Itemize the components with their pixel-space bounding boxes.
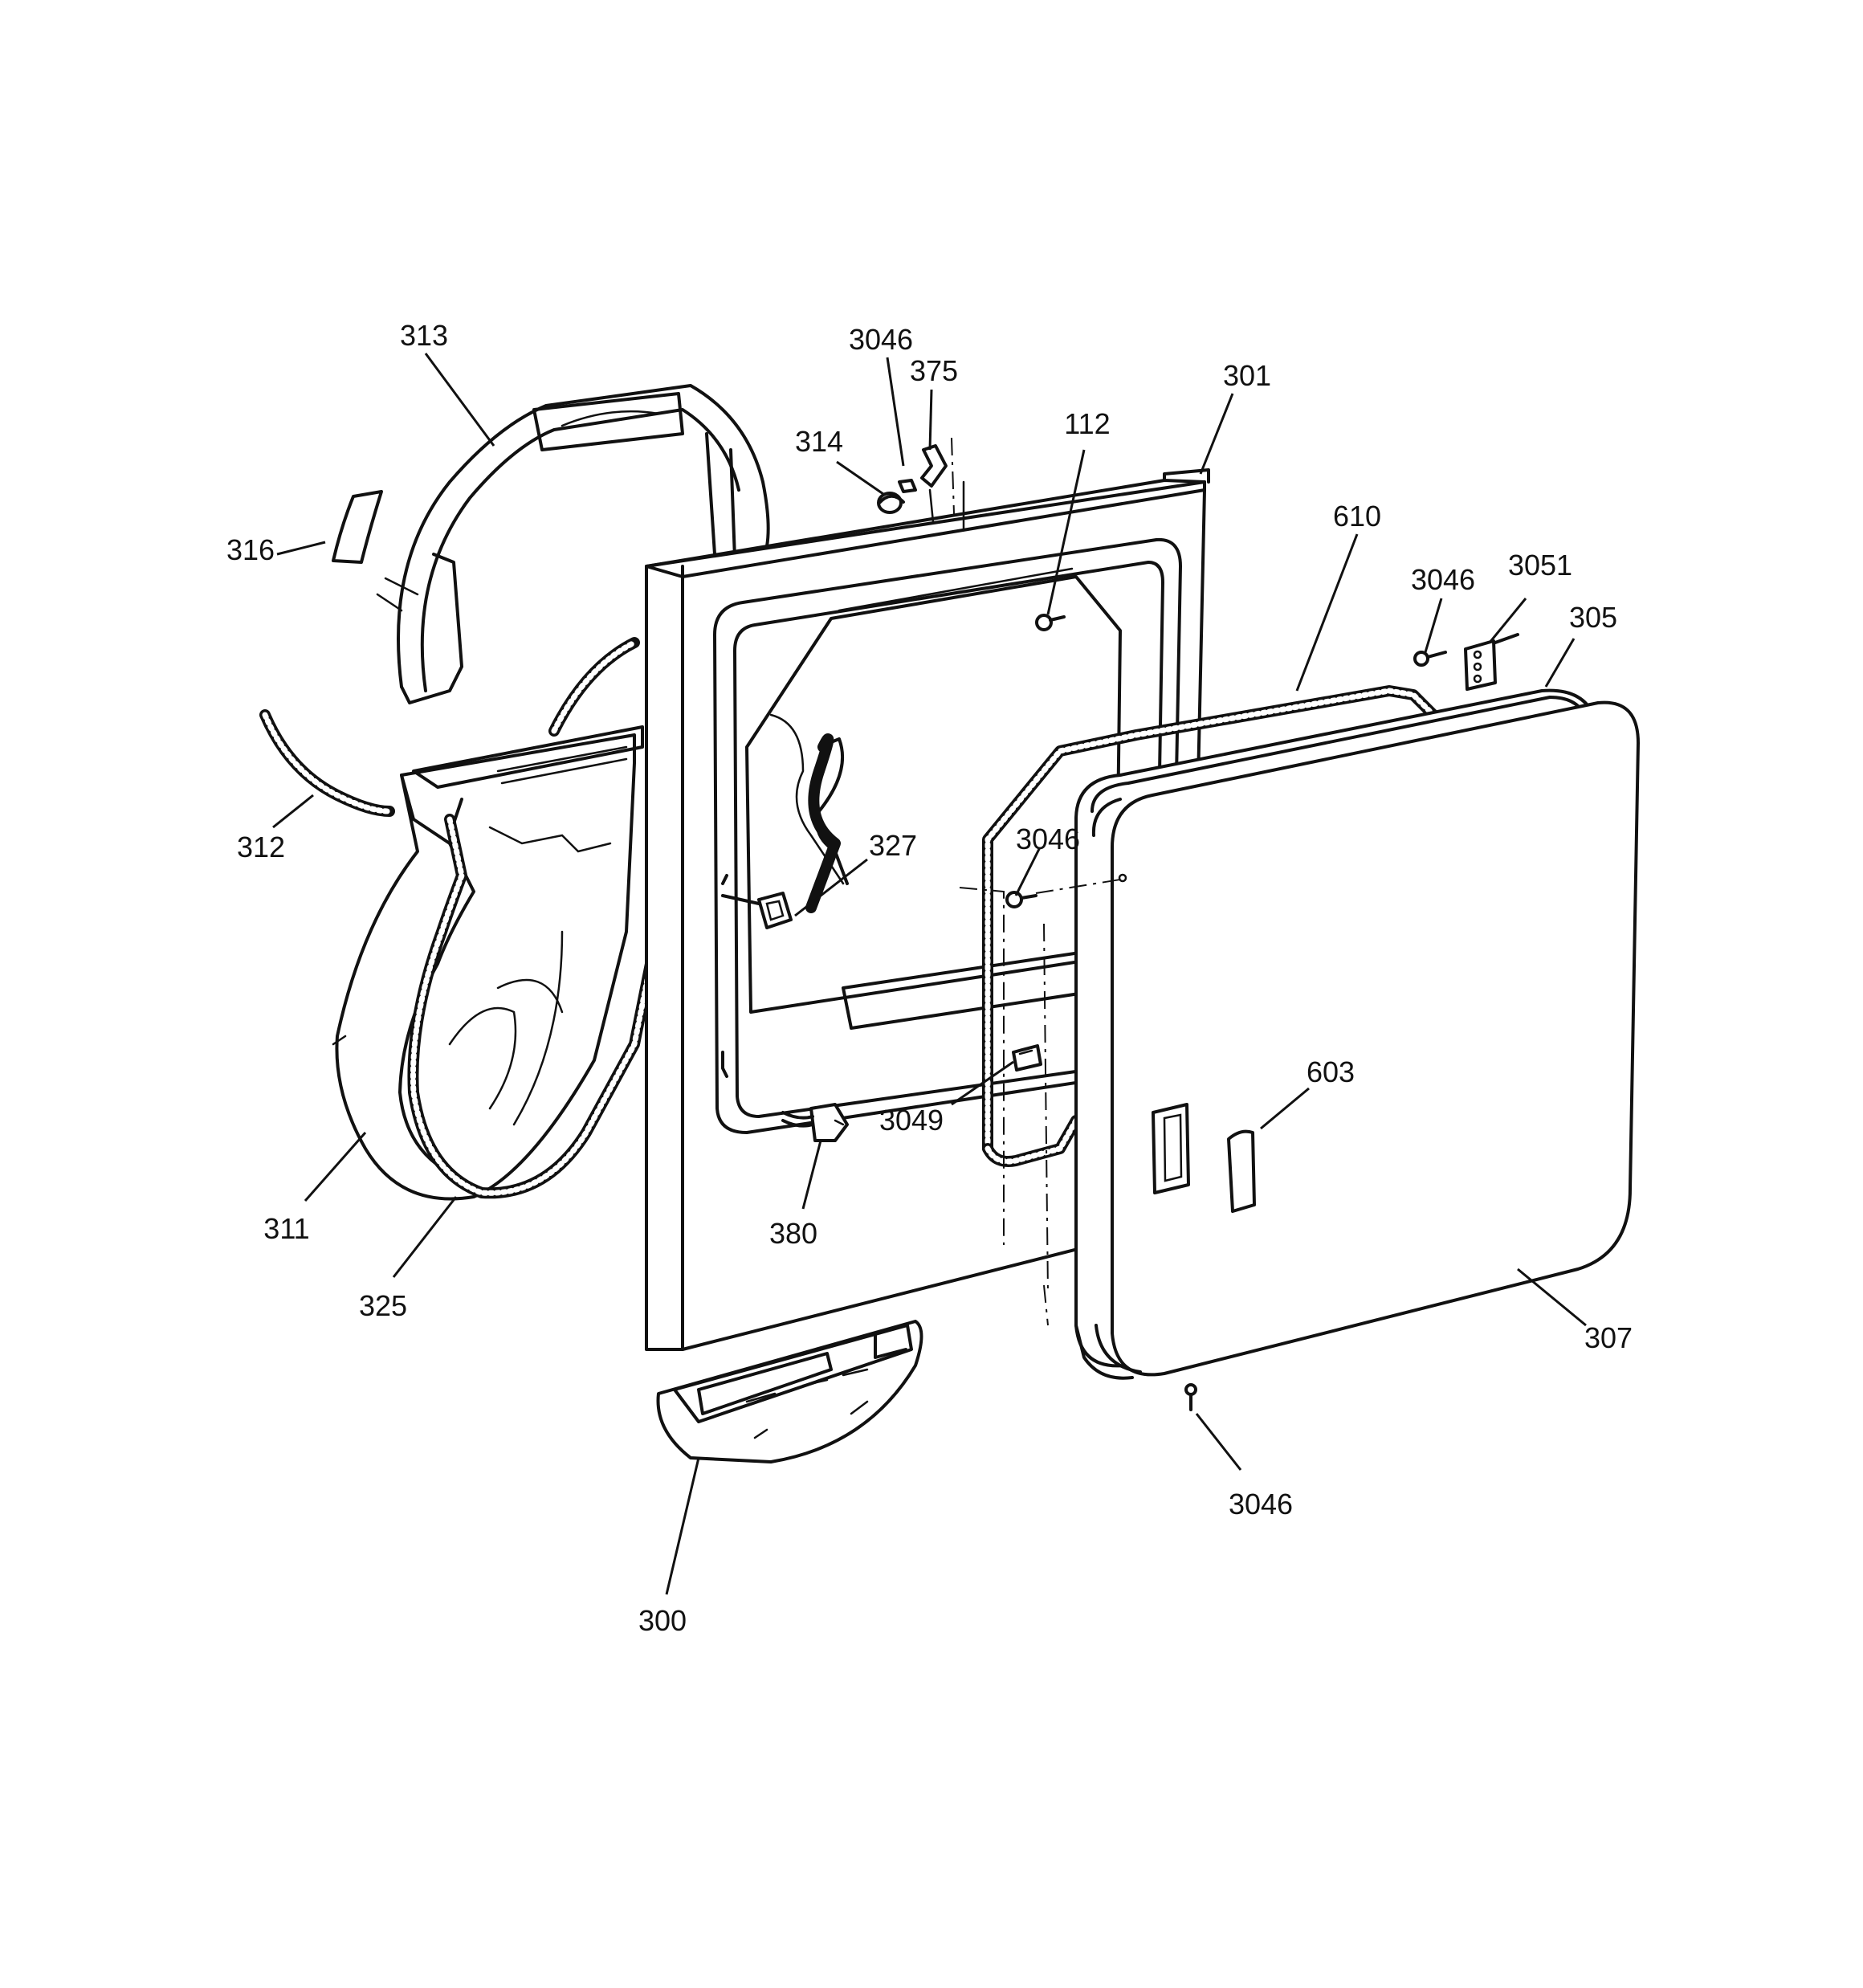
- part-316-pad-drawing: [332, 490, 383, 564]
- label-307: 307: [1584, 1321, 1633, 1354]
- label-3046-door: 3046: [1016, 823, 1080, 855]
- part-307-door-outer-drawing: [1074, 700, 1640, 1380]
- label-300: 300: [638, 1604, 687, 1637]
- part-312-gasket-drawing: [259, 637, 640, 817]
- label-313: 313: [400, 319, 448, 352]
- part-325-gasket-drawing: [407, 814, 656, 1199]
- part-380-connector-drawing: [721, 1051, 849, 1142]
- label-3046-top: 3046: [849, 323, 913, 356]
- part-300-handle-drawing: [656, 1320, 923, 1463]
- part-3046-screw-bottom-drawing: [1184, 1383, 1197, 1411]
- label-305: 305: [1569, 601, 1617, 634]
- label-3046-hinge: 3046: [1411, 563, 1475, 596]
- label-112: 112: [1064, 407, 1110, 440]
- label-610: 610: [1333, 500, 1381, 533]
- label-312: 312: [237, 831, 285, 863]
- label-314: 314: [795, 425, 843, 458]
- part-314-375-hardware-drawing: [877, 437, 955, 524]
- part-3046-screw-hinge-drawing: [1413, 651, 1447, 667]
- part-3046-screw-door-drawing: [1005, 873, 1127, 908]
- label-311: 311: [263, 1212, 309, 1245]
- part-112-screw-drawing: [1035, 614, 1066, 631]
- part-311-bulkhead-drawing: [332, 725, 644, 1201]
- part-3051-hinge-drawing: [1464, 633, 1519, 691]
- label-3051: 3051: [1508, 549, 1572, 582]
- label-380: 380: [769, 1217, 817, 1250]
- label-316: 316: [226, 533, 275, 566]
- label-325: 325: [359, 1289, 407, 1322]
- part-labels: 313 3046 375 314 301 112 610 316 3046 30…: [226, 319, 1633, 1637]
- label-603: 603: [1307, 1055, 1355, 1088]
- leader-lines: [272, 353, 1587, 1595]
- label-327: 327: [869, 829, 917, 862]
- label-301: 301: [1223, 359, 1271, 392]
- part-3049-strike-drawing: [1012, 1044, 1042, 1072]
- alignment-lines: [959, 887, 1049, 1326]
- part-313-duct-frame-drawing: [376, 384, 770, 704]
- label-3046-bottom: 3046: [1229, 1488, 1293, 1521]
- part-327-switch-drawing: [721, 874, 793, 929]
- part-610-door-gasket-drawing: [982, 685, 1443, 1167]
- label-375: 375: [910, 354, 958, 387]
- label-3049: 3049: [879, 1104, 944, 1137]
